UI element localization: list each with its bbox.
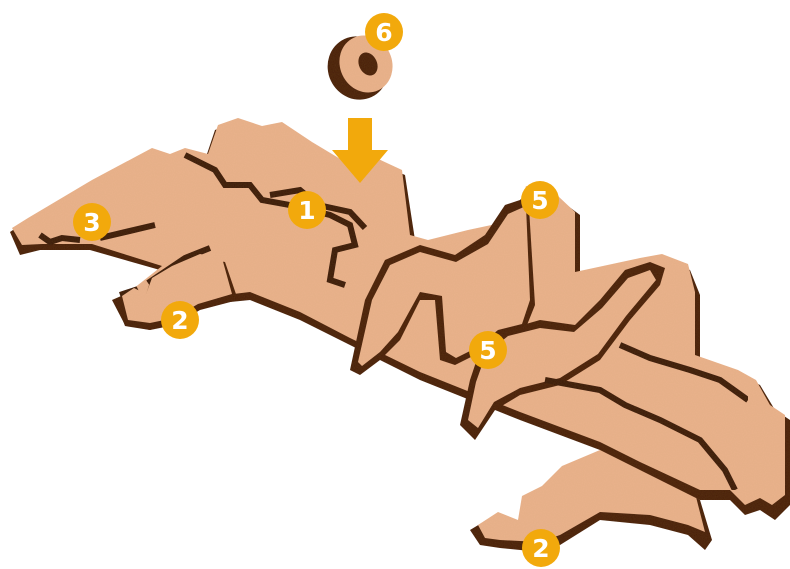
badge-5-lower: 5 bbox=[469, 331, 507, 369]
badge-5-lower-label: 5 bbox=[479, 336, 496, 365]
badge-3-label: 3 bbox=[83, 208, 100, 237]
badge-2-front-label: 2 bbox=[171, 306, 188, 335]
badge-6-label: 6 bbox=[375, 18, 392, 47]
badge-5-upper: 5 bbox=[521, 181, 559, 219]
badge-2-front: 2 bbox=[161, 301, 199, 339]
badge-3: 3 bbox=[73, 203, 111, 241]
badge-2-rear-label: 2 bbox=[532, 534, 549, 563]
badge-6: 6 bbox=[365, 13, 403, 51]
badge-1-label: 1 bbox=[298, 196, 315, 225]
badge-1: 1 bbox=[288, 191, 326, 229]
badge-5-upper-label: 5 bbox=[531, 186, 548, 215]
badge-2-rear: 2 bbox=[522, 529, 560, 567]
